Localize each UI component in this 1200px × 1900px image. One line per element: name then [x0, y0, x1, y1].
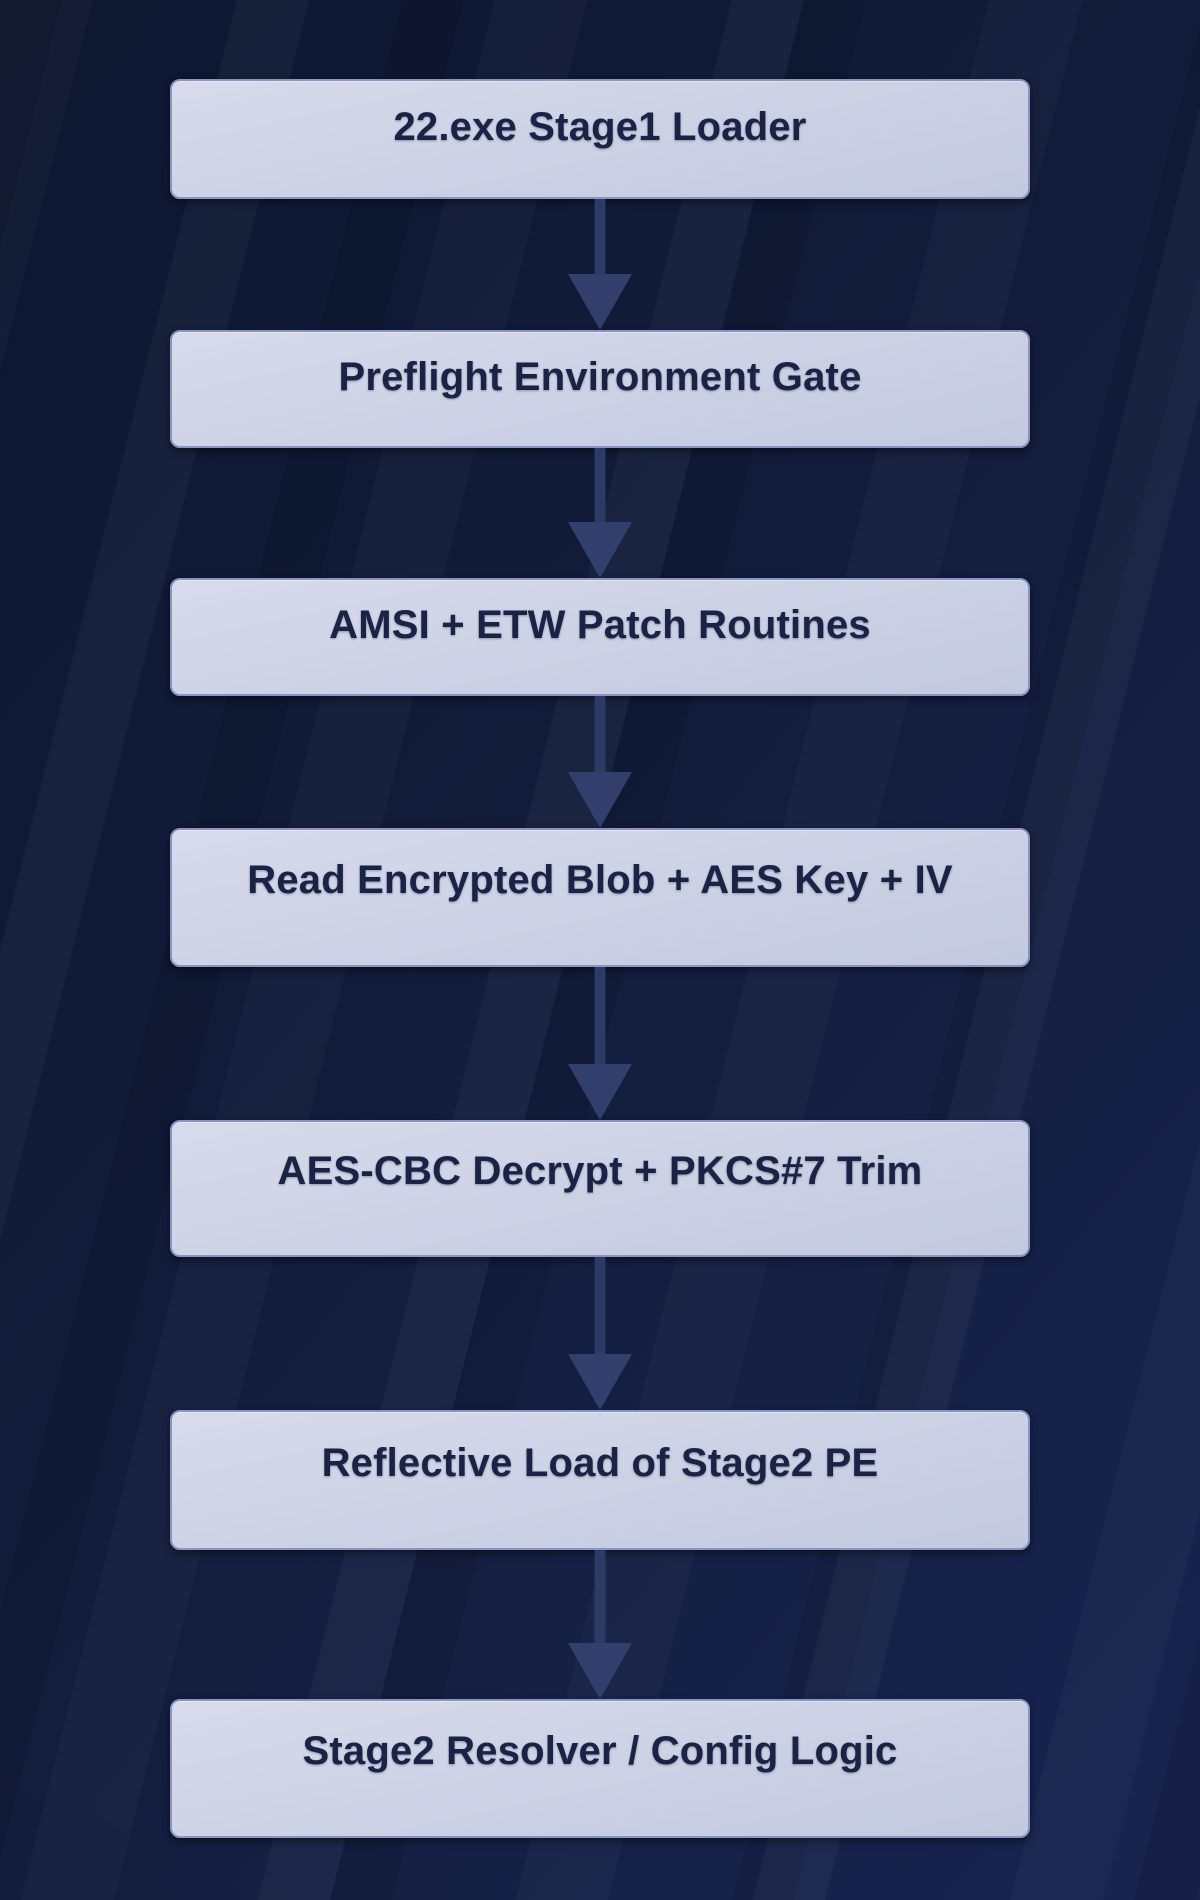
arrow-stem	[594, 1257, 606, 1362]
flow-node-reflective-load: Reflective Load of Stage2 PE	[170, 1410, 1030, 1550]
arrow-down-icon	[568, 1064, 632, 1120]
arrow-stem	[594, 967, 606, 1072]
arrow-down-icon	[568, 772, 632, 828]
arrow-stem	[594, 696, 606, 780]
flow-node-stage2-resolver: Stage2 Resolver / Config Logic	[170, 1699, 1030, 1838]
arrow-down-icon	[568, 1354, 632, 1410]
arrow-down-icon	[568, 522, 632, 578]
flow-node-label: Stage2 Resolver / Config Logic	[302, 1729, 898, 1773]
flow-node-label: Read Encrypted Blob + AES Key + IV	[247, 858, 953, 902]
arrow-stem	[594, 199, 606, 282]
arrow-down-icon	[568, 1643, 632, 1699]
flow-connector	[170, 1257, 1030, 1410]
arrow-stem	[594, 448, 606, 530]
flow-node-aes-cbc-decrypt: AES-CBC Decrypt + PKCS#7 Trim	[170, 1120, 1030, 1257]
flow-node-preflight-gate: Preflight Environment Gate	[170, 330, 1030, 448]
flow-node-read-encrypted-blob: Read Encrypted Blob + AES Key + IV	[170, 828, 1030, 967]
flow-node-label: Preflight Environment Gate	[338, 354, 862, 399]
flow-node-label: AMSI + ETW Patch Routines	[329, 602, 871, 647]
arrow-down-icon	[568, 274, 632, 330]
flow-connector	[170, 696, 1030, 828]
flow-node-label: 22.exe Stage1 Loader	[393, 104, 807, 149]
flow-connector	[170, 199, 1030, 330]
flow-node-label: Reflective Load of Stage2 PE	[321, 1440, 879, 1485]
flow-node-amsi-etw-patch: AMSI + ETW Patch Routines	[170, 578, 1030, 696]
flow-node-stage1-loader: 22.exe Stage1 Loader	[170, 79, 1030, 199]
flow-connector	[170, 967, 1030, 1120]
flow-connector	[170, 448, 1030, 578]
flow-node-label: AES-CBC Decrypt + PKCS#7 Trim	[277, 1149, 923, 1193]
arrow-stem	[594, 1550, 606, 1651]
flow-connector	[170, 1550, 1030, 1699]
